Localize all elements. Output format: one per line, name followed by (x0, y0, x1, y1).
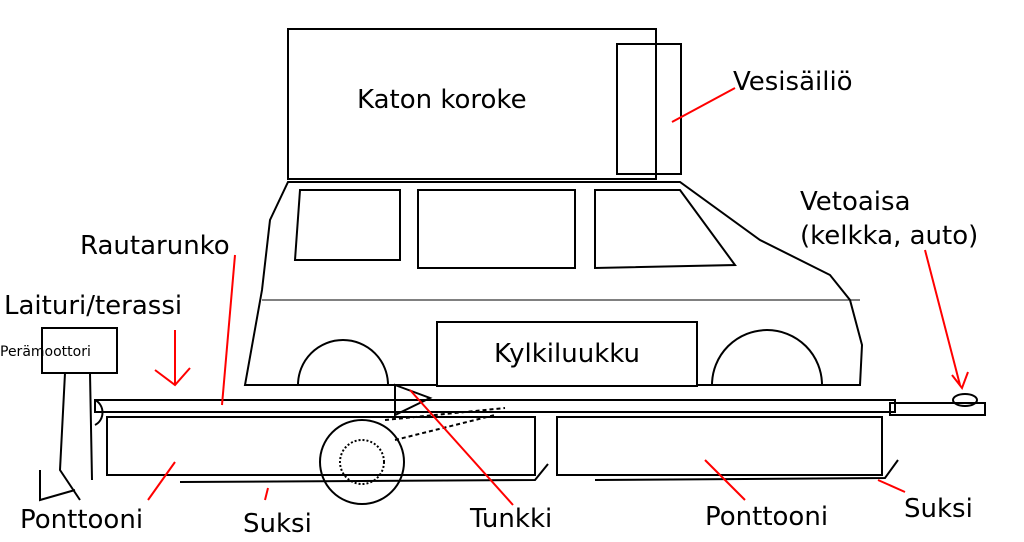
rear-wheel-arch (297, 339, 389, 386)
ski-left-label: Suksi (243, 509, 312, 539)
front-wheel-arch (711, 329, 823, 386)
wheel-shape (319, 419, 405, 505)
dock-terrace-label: Laituri/terassi (4, 291, 183, 321)
tow-bar-label-line2: (kelkka, auto) (800, 221, 979, 251)
pontoon-right-shape (556, 416, 883, 476)
outboard-motor-shape (41, 327, 118, 374)
ski-right-shape (594, 459, 899, 481)
pontoon-right-label: Ponttooni (705, 502, 829, 532)
roof-riser-label: Katon koroke (357, 85, 527, 115)
van-body (243, 181, 864, 386)
side-hatch-label: Kylkiluukku (493, 339, 641, 369)
tow-bar-label-line1: Vetoaisa (800, 187, 911, 217)
water-tank-shape (616, 43, 682, 175)
van-window-rear (293, 189, 401, 261)
jack-label: Tunkki (470, 504, 553, 534)
van-window-middle (417, 189, 576, 269)
pontoon-left-shape (106, 416, 536, 476)
ski-left-shape (179, 463, 549, 483)
roof-riser-shape (287, 28, 657, 180)
tow-bar-shape (889, 402, 986, 416)
ski-right-label: Suksi (904, 494, 973, 524)
annotation-lines (147, 87, 969, 506)
pontoon-left-label: Ponttooni (20, 505, 144, 535)
iron-frame-label: Rautarunko (80, 231, 230, 261)
iron-frame-shape (94, 399, 896, 413)
water-tank-label: Vesisäiliö (733, 67, 853, 97)
van-window-front (594, 189, 737, 270)
side-hatch-box: Kylkiluukku (436, 321, 698, 387)
outboard-motor-label: Perämoottori (0, 344, 91, 360)
